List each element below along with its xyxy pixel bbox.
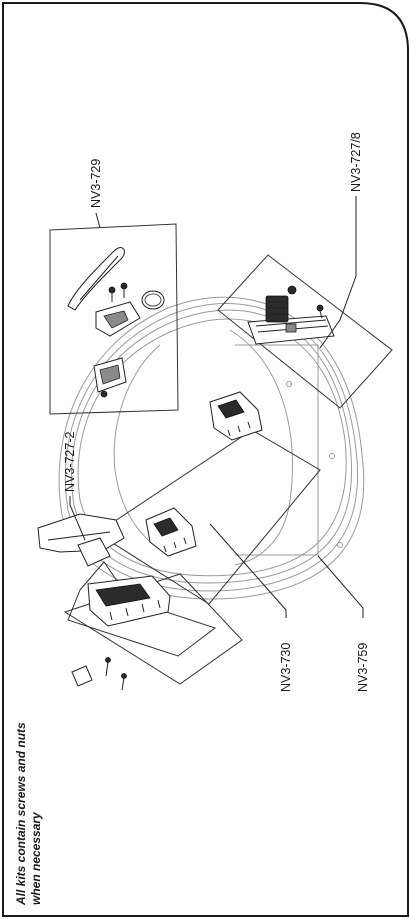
lower-visor-parts (37, 513, 171, 691)
leader-lines (69, 196, 364, 618)
visor-mechanism-parts (67, 247, 165, 398)
kit-box-nv3-727-2 (67, 561, 217, 657)
note-line-2: when necessary (29, 811, 43, 905)
label-nv3-729: NV3-729 (89, 159, 103, 208)
kit-box-nv3-729 (49, 223, 179, 415)
kit-box-nv3-727-8 (217, 254, 393, 409)
kit-box-nv3-730 (96, 429, 321, 605)
label-nv3-727-8: NV3-727/8 (349, 132, 363, 192)
base-plate-parts (145, 391, 263, 557)
label-nv3-730: NV3-730 (279, 643, 293, 692)
label-nv3-759: NV3-759 (356, 643, 370, 692)
side-plate-parts (247, 285, 335, 345)
note-line-1: All kits contain screws and nuts (14, 722, 28, 906)
label-nv3-727-2: NV3-727-2 (63, 432, 77, 492)
